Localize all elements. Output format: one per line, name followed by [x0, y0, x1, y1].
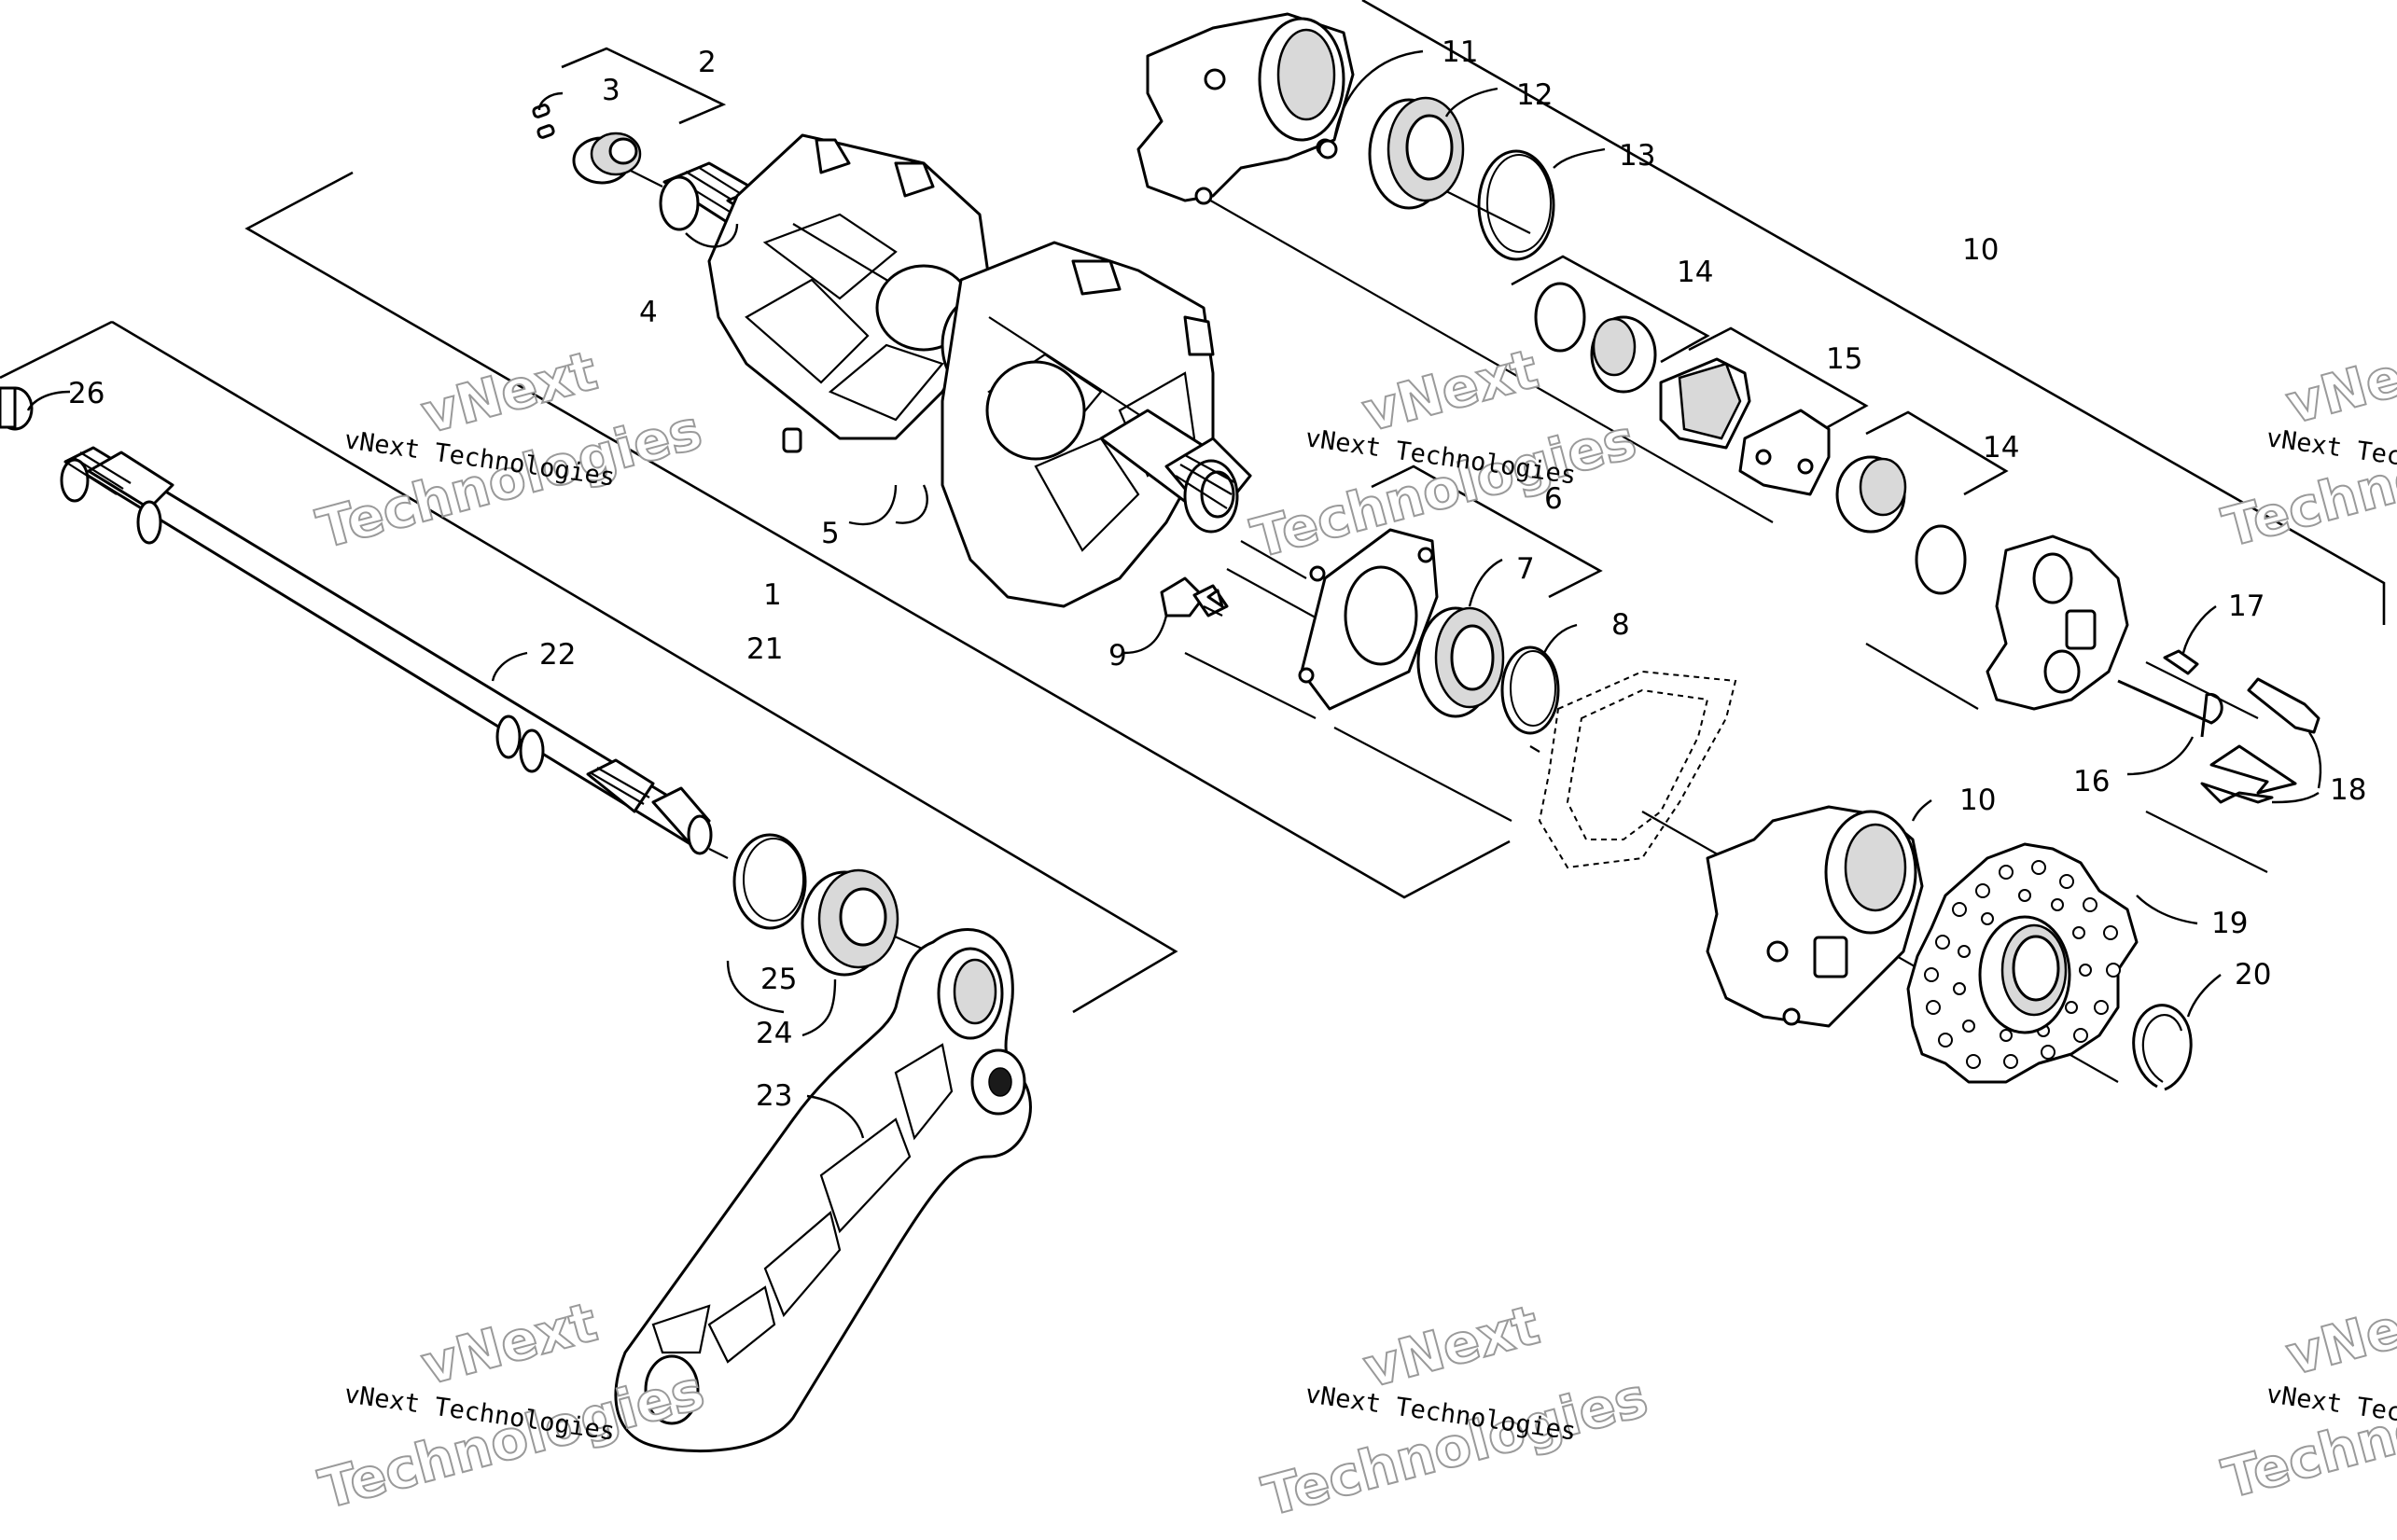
callout-5: 5: [821, 517, 840, 550]
part-14-upper: [1534, 282, 1657, 394]
part-10-caliper-right: [1986, 534, 2129, 711]
disc-holes: [1924, 860, 2121, 1069]
bracket-2: [561, 47, 727, 125]
callout-numbers: 1 2 3 4 5 6 7 8 9 10 10 11 12 13 14 14 1…: [68, 35, 2366, 1113]
part-10-caliper-upper: [1136, 12, 1355, 205]
callout-2: 2: [698, 46, 717, 79]
part-15-brake-pads: [1659, 357, 1831, 496]
bracket-1: [244, 171, 1511, 899]
part-25-o-ring: [732, 833, 807, 930]
part-16-clip-pin: [2117, 679, 2223, 738]
watermark-big-4a: vNext: [415, 1290, 604, 1397]
callout-14-upper: 14: [1677, 256, 1713, 289]
part-13-ring: [1477, 149, 1555, 261]
callout-8: 8: [1611, 608, 1630, 642]
part-19-brake-disc: [1906, 842, 2139, 1084]
part-11-pin: [1317, 139, 1338, 160]
callout-17: 17: [2228, 590, 2265, 623]
callout-16: 16: [2073, 765, 2110, 798]
part-24-bearing: [801, 868, 899, 977]
part-18-bolts: [2200, 677, 2320, 804]
part-20-snap-ring: [2132, 1004, 2193, 1091]
callout-6: 6: [1544, 482, 1563, 516]
bracket-14-upper: [1511, 255, 1710, 364]
watermark-big-3a: vNext: [2279, 329, 2397, 437]
callout-24: 24: [756, 1017, 792, 1050]
callout-10-top: 10: [1962, 233, 1999, 267]
callout-20: 20: [2235, 958, 2271, 992]
callout-26: 26: [68, 377, 105, 410]
callout-19: 19: [2211, 907, 2248, 940]
bracket-6: [1371, 465, 1603, 599]
callout-11: 11: [1442, 35, 1478, 69]
callout-18: 18: [2330, 773, 2366, 807]
callout-4: 4: [639, 296, 658, 329]
part-4-5-drive-shaft-assembly: [659, 133, 1252, 608]
callout-22: 22: [539, 638, 576, 672]
watermark-big-5a: vNext: [1358, 1293, 1546, 1400]
callout-7: 7: [1516, 552, 1535, 586]
part-3-pins: [532, 104, 555, 139]
part-2-bushing: [572, 132, 642, 185]
part-17-bleeder: [2163, 649, 2199, 675]
callout-12: 12: [1516, 78, 1553, 112]
watermark-big-2a: vNext: [1356, 337, 1544, 444]
callout-21: 21: [746, 632, 783, 666]
part-23-bearing-arm: [614, 928, 1032, 1453]
part-7-seal: [1416, 606, 1505, 718]
assembly-brackets: [0, 0, 2386, 1014]
leader-lines: [26, 49, 2322, 1139]
watermark-big-2b: Technologies: [1245, 408, 1642, 571]
watermark-big-6a: vNext: [2279, 1281, 2397, 1388]
part-14-lower: [1835, 455, 1967, 595]
callout-14-lower: 14: [1983, 431, 2019, 465]
part-9-bolt: [1160, 576, 1229, 617]
callout-1: 1: [763, 578, 782, 612]
callout-23: 23: [756, 1079, 792, 1113]
callout-10-mid: 10: [1959, 784, 1996, 817]
callout-3: 3: [602, 74, 620, 107]
part-10-caliper-lower: [1706, 805, 1924, 1028]
callout-9: 9: [1108, 639, 1127, 673]
bracket-15: [1688, 326, 1869, 431]
part-26-end-cap: [0, 386, 34, 431]
part-8-ring: [1500, 645, 1560, 735]
callout-15: 15: [1826, 342, 1862, 376]
part-6-flange-plate: [1298, 528, 1439, 711]
bracket-21: [0, 320, 113, 380]
part-22-driveshaft: [60, 446, 713, 855]
dashed-back-plate: [1538, 670, 1737, 869]
bracket-21b: [111, 320, 1178, 1014]
bracket-10: [1361, 0, 2386, 625]
part-12-bearing: [1368, 96, 1465, 210]
callout-13: 13: [1619, 139, 1655, 173]
bracket-14-lower: [1865, 410, 2009, 496]
callout-25: 25: [760, 963, 797, 996]
